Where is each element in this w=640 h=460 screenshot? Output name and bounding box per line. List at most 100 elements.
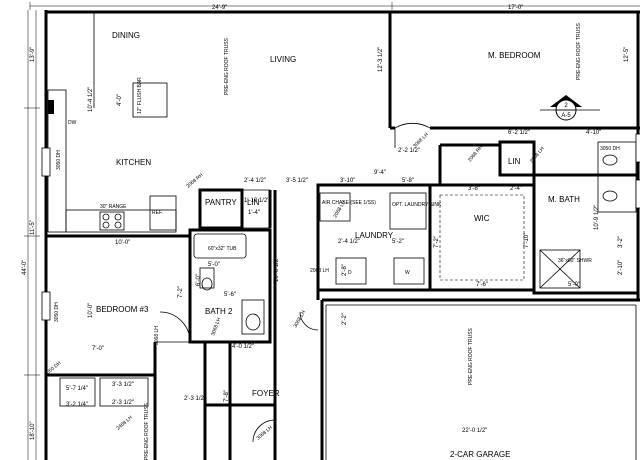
room-label-kitchen: KITCHEN (116, 158, 151, 167)
section-sheet: A-5 (561, 113, 571, 119)
window-label-3050-b: 3050 DH (54, 302, 60, 322)
dim-bath2-v2: 10'-0 1/2" (274, 257, 280, 282)
dim-wic-h1: 3'-8" (468, 186, 480, 192)
door-label-2068-lh: 2068 LH (529, 146, 546, 165)
dim-small-3: 3'-2 1/4" (66, 402, 88, 408)
truss-note-foyer: PRE-ENG ROOF TRUSS (144, 402, 150, 460)
dim-left-bottom: 18'-10" (30, 421, 36, 440)
dim-right-mid: 10'-9 1/2" (594, 205, 600, 230)
dim-laundry-h2: 5'-2" (392, 239, 404, 245)
dimension-labels: 24'-9" 17'-0" 13'-9" 11'-5" 44'-0" 18'-1… (22, 5, 630, 440)
room-label-lin-2: LIN (508, 157, 521, 166)
dim-small-9: 2'-2" (342, 313, 348, 325)
room-label-laundry: LAUNDRY (355, 231, 394, 240)
door-label-2068-g: 2068 LH (310, 268, 329, 274)
room-label-living: LIVING (270, 55, 296, 64)
door-label-2068-c: 2068 RH (185, 172, 204, 190)
room-label-wic: WIC (474, 214, 490, 223)
dim-mbed-h2: 4'-10" (586, 130, 601, 136)
dim-mbath-h: 5'-0" (568, 282, 580, 288)
label-dryer: D (348, 270, 352, 276)
room-label-bedroom-3: BEDROOM #3 (96, 305, 149, 314)
label-laundry-note: OPT. LAUNDRY SINK (392, 202, 442, 208)
dim-small-1: 3'-3 1/2" (112, 382, 134, 388)
dim-hall-h2: 3'-5 1/2" (286, 178, 308, 184)
dim-garage-h: 22'-0 1/2" (462, 428, 487, 434)
door-label-2068-rh: 2068 RH (467, 144, 485, 163)
door-label-3068: 3068 LH (412, 132, 430, 150)
dim-bath2-h: 5'-0" (208, 262, 220, 268)
walls (41, 10, 640, 460)
truss-note-garage: PRE-ENG ROOF TRUSS (468, 327, 474, 385)
dim-bed3-h: 7'-0" (92, 346, 104, 352)
dim-hall-v: 7'-2" (178, 286, 184, 298)
label-range: 30" RANGE (100, 204, 127, 210)
dim-kitchen-h: 10'-0" (115, 240, 130, 246)
dim-kitchen-v: 10'-4 1/2" (88, 87, 94, 112)
section-marker: 2 A-5 (540, 95, 600, 121)
dim-wic-v2: 7'-10" (524, 233, 530, 248)
dim-mbed-h1: 6'-2 1/2" (508, 130, 530, 136)
dimension-lines (24, 2, 640, 460)
label-shower: 36"x60" SHWR (558, 258, 592, 264)
dim-foyer-h: 4'-0 1/2" (232, 344, 254, 350)
room-label-foyer: FOYER (252, 389, 280, 398)
dim-hall-h5: 5'-8" (402, 178, 414, 184)
dim-bed3-v: 10'-0" (88, 303, 94, 318)
room-label-lin-1: LIN (247, 198, 260, 207)
dim-small-10: 3'-2" (618, 236, 624, 248)
dim-small-8: 2'-10" (618, 260, 624, 275)
dim-right-top: 12'-5" (624, 47, 630, 62)
dim-wic-h2: 2'-4" (510, 186, 522, 192)
dim-laundry-h: 2'-4 1/2" (338, 239, 360, 245)
room-label-bath-2: BATH 2 (205, 307, 233, 316)
dim-top-right: 17'-0" (508, 5, 523, 11)
dim-top-left: 24'-9" (212, 5, 227, 11)
truss-note-living: PRE-ENG ROOF TRUSS (224, 37, 230, 95)
dim-left-top: 13'-9" (30, 47, 36, 62)
window-label-3050-d: 3050 DH (600, 146, 620, 152)
dim-living-v: 12'-3 1/2" (378, 47, 384, 72)
dim-bath2-h2: 5'-6" (224, 292, 236, 298)
dim-hall-h6: 2'-2 1/2" (398, 148, 420, 154)
dim-small-7: 2'-8" (342, 264, 348, 276)
dim-bath2-v: 6'-0" (196, 274, 202, 286)
truss-notes: PRE-ENG ROOF TRUSS PRE-ENG ROOF TRUSS PR… (144, 22, 582, 460)
dim-hall-h4: 9'-4" (374, 170, 386, 176)
label-island: 12" FLUSH BAR (137, 77, 143, 114)
dim-small-6: 1'-10 1/2" (244, 198, 269, 204)
dim-small-2: 2'-3 1/2" (184, 396, 206, 402)
dim-left-mid: 11'-5" (30, 220, 36, 235)
section-number: 2 (564, 103, 568, 109)
room-label-dining: DINING (112, 31, 140, 40)
dim-small-11: 1'-4" (248, 210, 260, 216)
dim-small-5: 2'-3 1/2" (112, 400, 134, 406)
door-label-3068-e: 3068 LH (210, 317, 222, 337)
dim-hall-h3: 3'-10" (340, 178, 355, 184)
label-tub: 60"x32" TUB (208, 246, 237, 252)
room-labels: DINING LIVING M. BEDROOM KITCHEN PANTRY … (96, 31, 580, 459)
door-label-3068-h: 3068 LH (255, 425, 274, 442)
dim-left-total: 44'-0" (22, 260, 28, 275)
label-ref: REF. (152, 210, 163, 216)
dim-kitchen-island: 4'-0" (117, 94, 123, 106)
label-ah-chase: AIR CHASE (SEE 1/SS) (322, 200, 376, 206)
truss-note-bedroom: PRE-ENG ROOF TRUSS (576, 22, 582, 80)
door-label-3068-b: 3068 LH (154, 326, 160, 345)
door-label-2468: 2468 LH (115, 415, 134, 432)
dim-hall-h1: 2'-4 1/2" (244, 178, 266, 184)
room-label-master-bedroom: M. BEDROOM (488, 51, 541, 60)
room-label-pantry: PANTRY (205, 198, 237, 207)
label-washer: W (405, 270, 410, 276)
dim-small-4: 5'-7 1/4" (66, 386, 88, 392)
door-label-3068-f: 3068 LH (293, 309, 308, 329)
dim-wic-h3: 7'-6" (476, 282, 488, 288)
dim-foyer-v: 7'-8" (224, 390, 230, 402)
room-label-garage: 2-CAR GARAGE (450, 450, 510, 459)
room-label-master-bath: M. BATH (548, 195, 580, 204)
dim-wic-v: 7'-2" (434, 236, 440, 248)
label-dw: DW (68, 120, 77, 126)
window-label-3050: 3050 DH (56, 150, 62, 170)
